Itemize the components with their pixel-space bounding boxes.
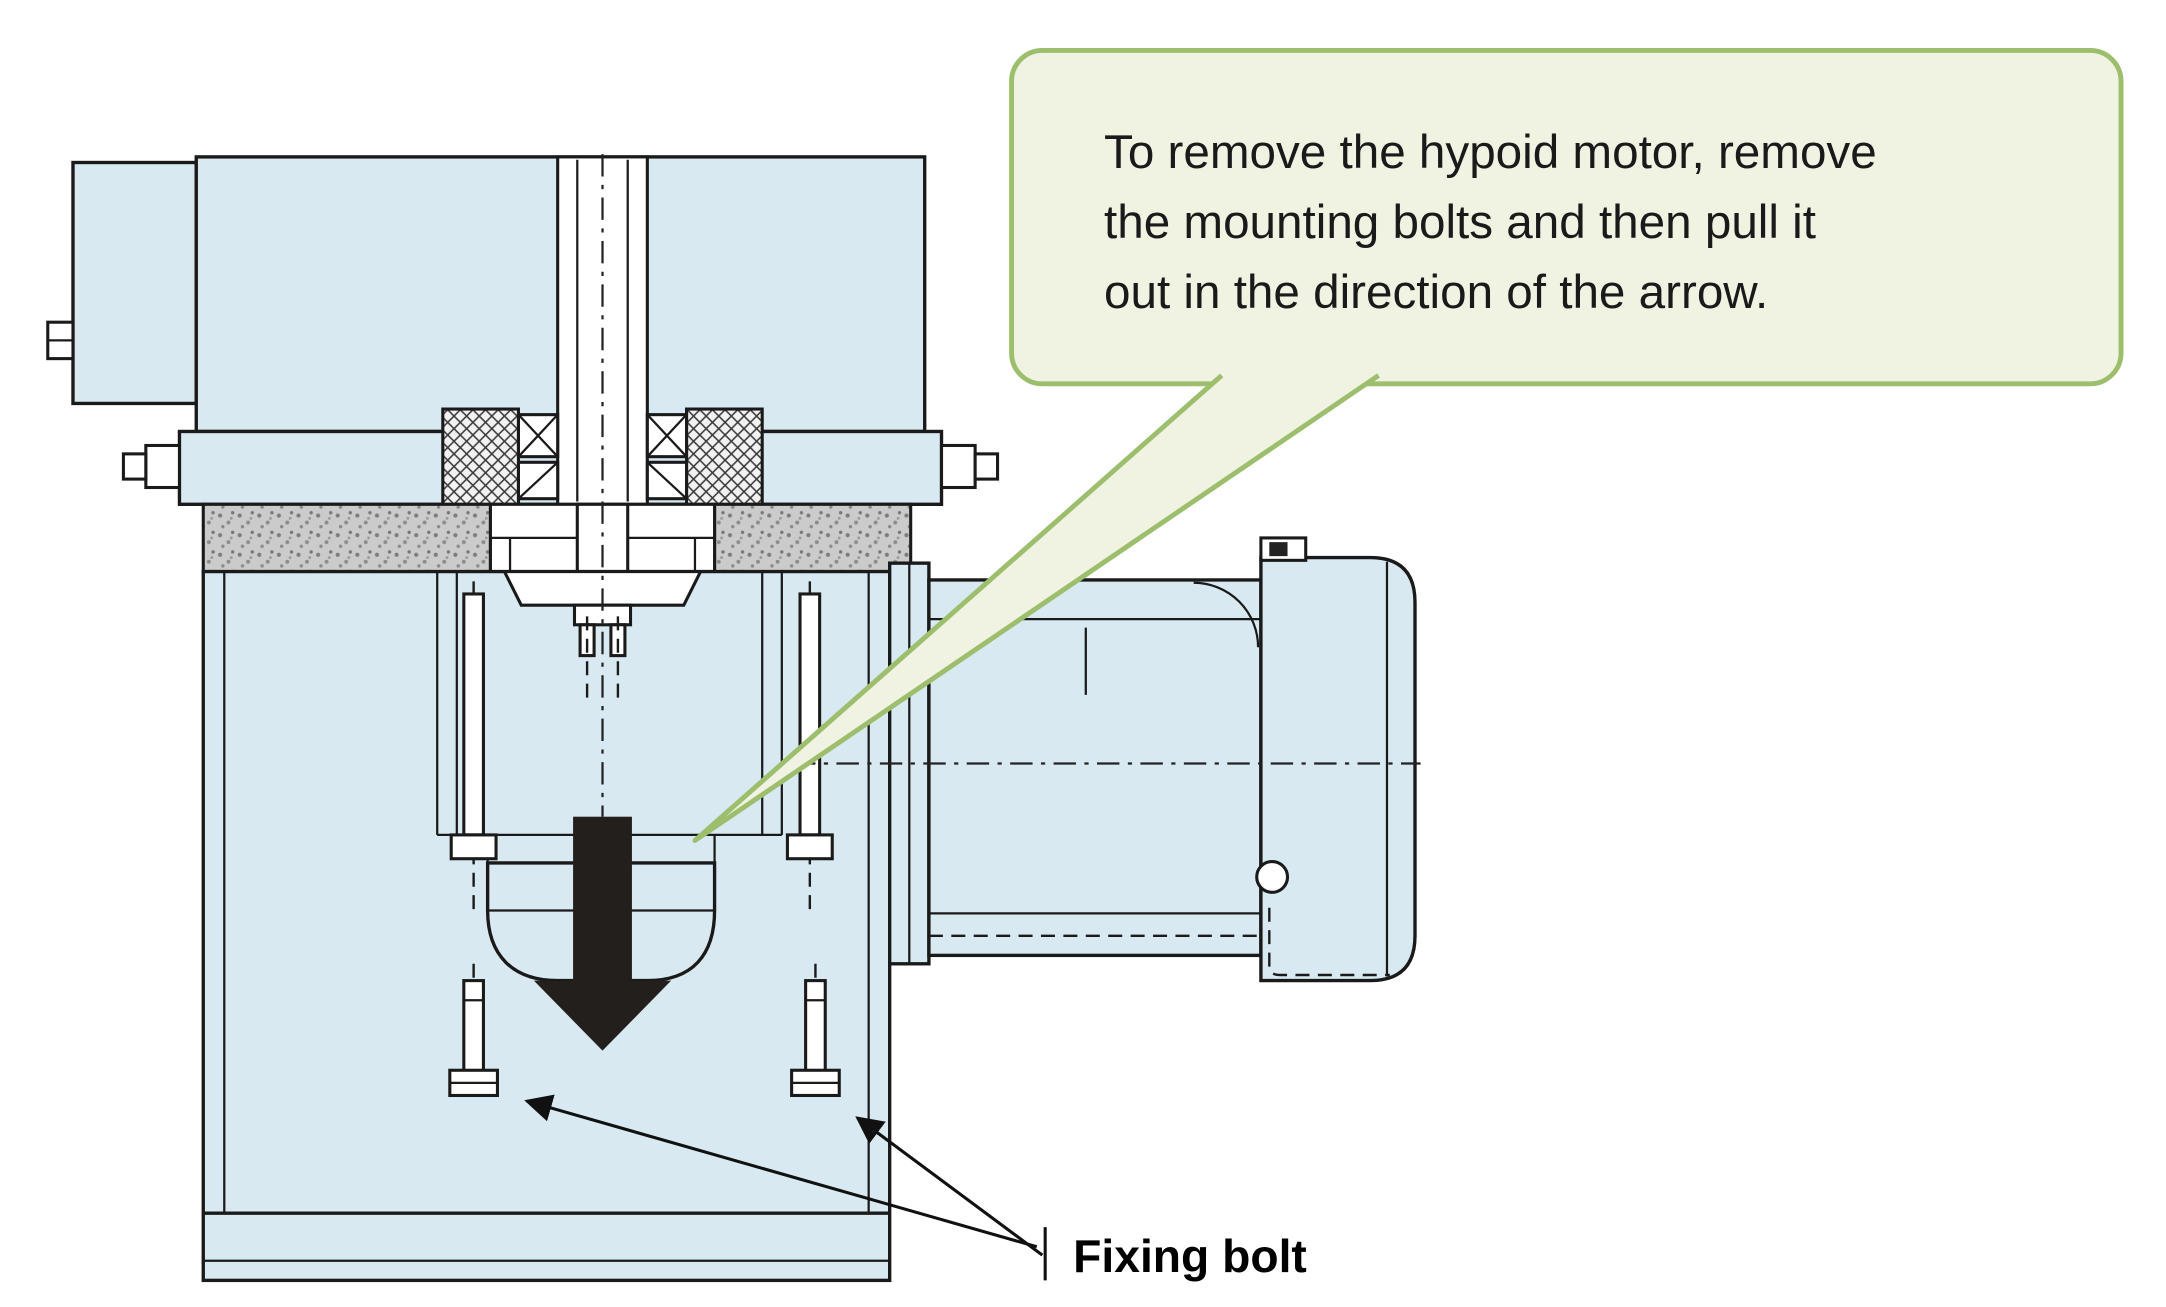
motor-corner-arc xyxy=(1193,581,1260,648)
arrow-shaft xyxy=(573,816,632,985)
flange-bolt-right-head xyxy=(973,452,1000,481)
callout: To remove the hypoid motor, remove the m… xyxy=(692,47,2124,843)
flange-bolt-left-head xyxy=(121,452,148,481)
end-cap-hidden-line xyxy=(1268,907,1390,977)
callout-line-2: the mounting bolts and then pull it xyxy=(1104,196,1816,249)
mounting-bolt-head xyxy=(785,833,834,861)
upper-housing-left-block xyxy=(71,160,198,406)
flange-bolt-right xyxy=(939,443,977,490)
fixing-bolts xyxy=(448,963,841,1098)
leader-arrow-right xyxy=(855,1116,1044,1257)
fixing-bolt-stem xyxy=(804,979,827,1075)
plate-left xyxy=(201,502,492,574)
flange-bolt-left xyxy=(144,443,181,490)
mounting-bolts xyxy=(449,581,834,911)
motor-end-cap xyxy=(1259,555,1417,983)
bearing-assembly xyxy=(441,407,764,506)
fixing-bolt-annotation: Fixing bolt xyxy=(524,1094,1307,1282)
motor-plug xyxy=(1255,859,1290,894)
callout-line-3: out in the direction of the arrow. xyxy=(1104,266,1768,319)
fixing-bolt-label: Fixing bolt xyxy=(1073,1230,1307,1282)
bearing-cross xyxy=(517,461,559,500)
removal-direction-arrow xyxy=(533,816,672,1051)
fixing-bolt-stem xyxy=(462,979,485,1075)
motor-terminal-block xyxy=(1269,542,1288,557)
bearing-block-left xyxy=(441,407,520,506)
mounting-plate xyxy=(201,502,913,574)
arrow-head xyxy=(533,980,672,1051)
callout-bubble xyxy=(1009,47,2124,387)
machine-drawing xyxy=(46,154,1421,1283)
leader-arrow-left xyxy=(524,1094,1038,1249)
mounting-bolt-head xyxy=(449,833,498,861)
callout-tail xyxy=(692,373,1380,843)
bearing-block-right xyxy=(685,407,764,506)
bearing-cross xyxy=(517,413,559,458)
mounting-bolt-stem xyxy=(462,592,485,837)
plate-right xyxy=(713,502,913,574)
callout-line-1: To remove the hypoid motor, remove xyxy=(1104,126,1877,179)
bearing-cross xyxy=(646,413,688,458)
bearing-cross xyxy=(646,461,688,500)
mounting-bolt-stem xyxy=(798,592,822,837)
